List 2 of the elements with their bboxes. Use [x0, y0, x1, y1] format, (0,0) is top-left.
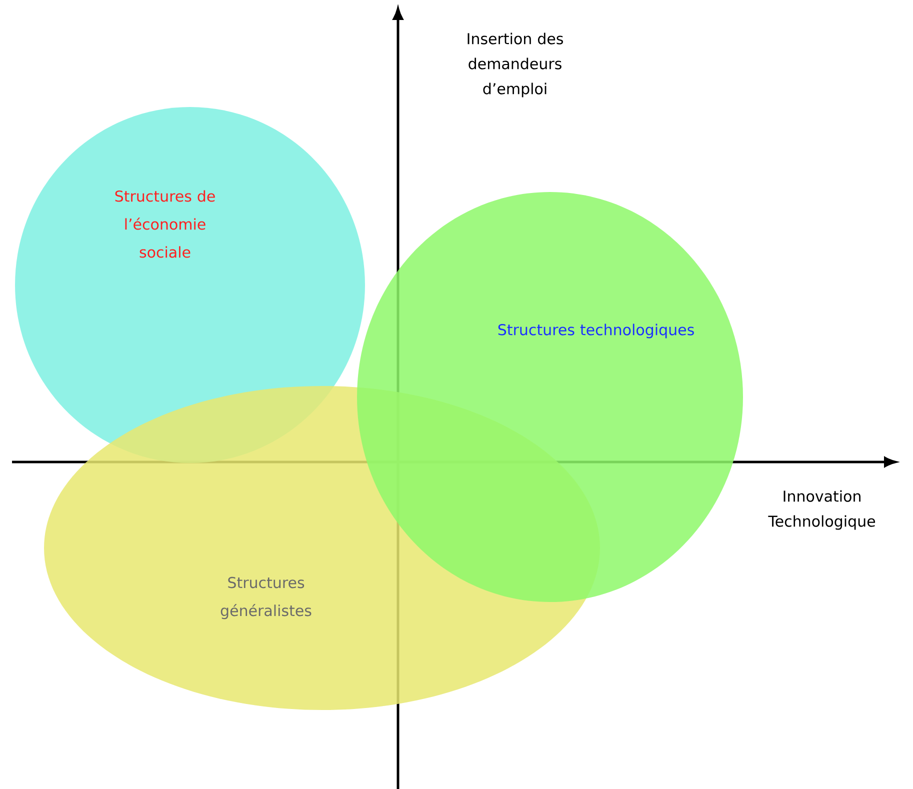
- axis-label: Innovation Technologique: [768, 490, 876, 530]
- axis-label: Insertion des demandeurs d’emploi: [468, 32, 563, 98]
